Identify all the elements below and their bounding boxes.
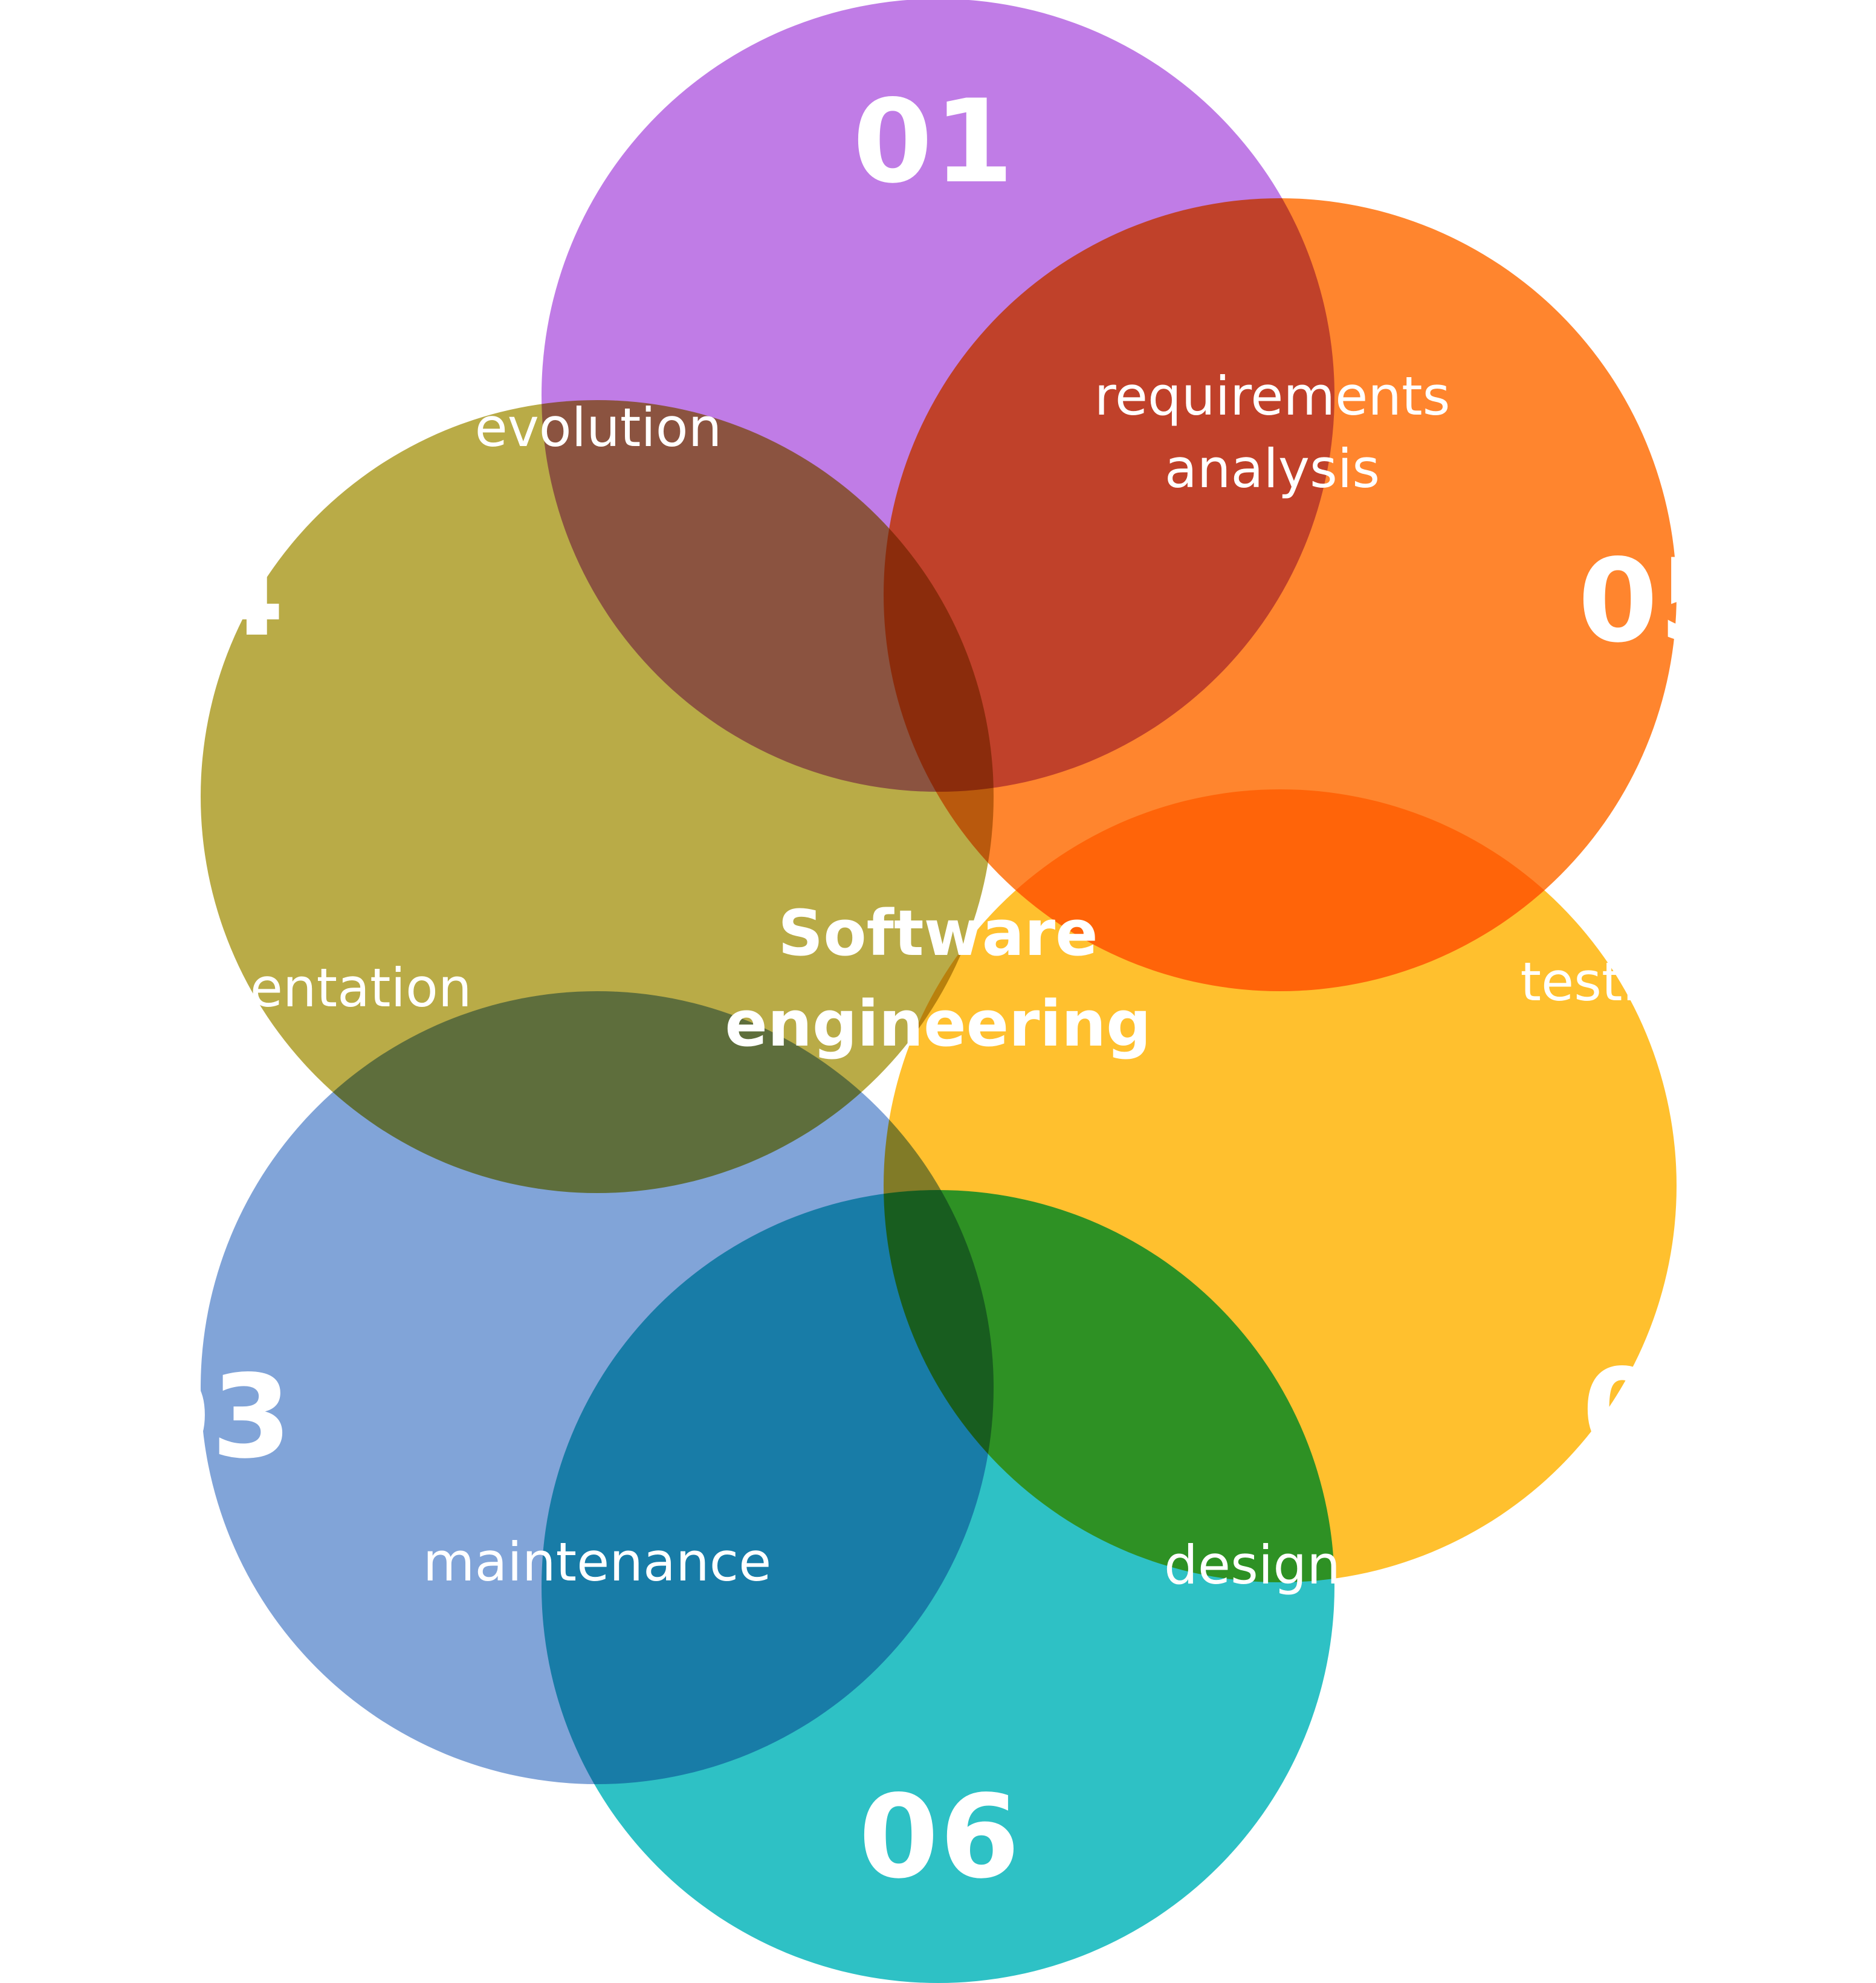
petal-circles: [201, 0, 1677, 1983]
stage-label-requirements: requirements: [1095, 365, 1451, 427]
petal-circle-03: [201, 991, 994, 1784]
stage-label-maintenance: maintenance: [423, 1531, 772, 1593]
stage-label-implementation: implementation: [50, 957, 471, 1019]
stage-label-analysis: analysis: [1165, 438, 1380, 500]
stage-label-design: design: [1164, 1534, 1341, 1596]
petal-circle-04: [201, 400, 994, 1193]
petal-number-02: 02: [1582, 1344, 1744, 1478]
petal-number-05: 05: [1578, 534, 1740, 668]
petal-number-06: 06: [859, 1770, 1021, 1904]
stage-label-testing: testing: [1520, 951, 1704, 1013]
stage-label-evolution: evolution: [475, 396, 722, 459]
center-label-line2: engineering: [725, 987, 1151, 1061]
petal-numbers: 01 05 02 06 03 04: [123, 75, 1744, 1904]
center-label: Software engineering: [725, 896, 1151, 1061]
center-label-line1: Software: [778, 896, 1098, 970]
stage-labels: requirements analysis testing design mai…: [50, 365, 1704, 1596]
petal-number-03: 03: [131, 1350, 293, 1484]
petal-number-04: 04: [123, 528, 285, 662]
petal-circle-05: [884, 198, 1677, 991]
petal-number-01: 01: [853, 75, 1015, 209]
